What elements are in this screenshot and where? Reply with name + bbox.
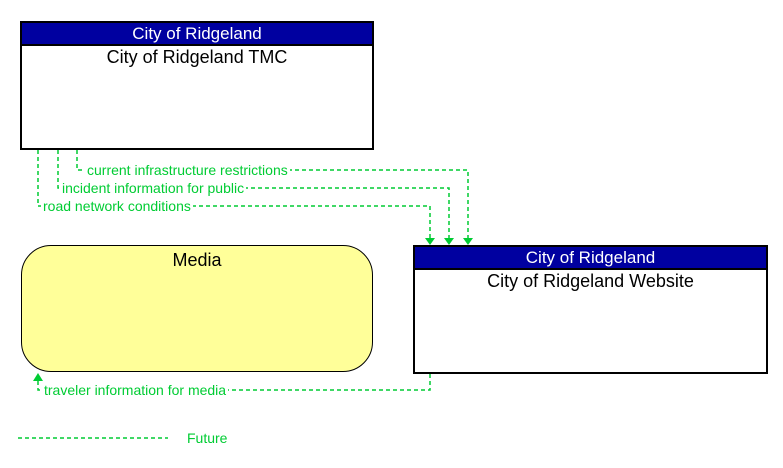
node-title: City of Ridgeland TMC <box>106 47 288 67</box>
node-header-band: City of Ridgeland <box>22 23 372 46</box>
node-header-band: City of Ridgeland <box>415 247 766 270</box>
node-title: Media <box>172 250 222 270</box>
arrowhead-down-icon <box>463 238 473 245</box>
node-city-of-ridgeland-website[interactable]: City of Ridgeland City of Ridgeland Webs… <box>413 245 768 374</box>
legend-future-label: Future <box>187 430 228 446</box>
node-header-label: City of Ridgeland <box>132 24 262 43</box>
flow-label-current-infrastructure-restrictions[interactable]: current infrastructure restrictions <box>85 162 290 178</box>
flow-label-road-network-conditions[interactable]: road network conditions <box>41 198 193 214</box>
node-title: City of Ridgeland Website <box>487 271 694 291</box>
arrowhead-down-icon <box>444 238 454 245</box>
arrowhead-up-icon <box>33 373 43 381</box>
node-media[interactable]: Media <box>21 245 373 372</box>
arrowhead-down-icon <box>425 238 435 245</box>
node-city-of-ridgeland-tmc[interactable]: City of Ridgeland City of Ridgeland TMC <box>20 21 374 150</box>
flow-label-incident-information-for-public[interactable]: incident information for public <box>60 180 247 196</box>
flow-label-traveler-information-for-media[interactable]: traveler information for media <box>42 382 229 398</box>
node-header-label: City of Ridgeland <box>525 248 656 267</box>
